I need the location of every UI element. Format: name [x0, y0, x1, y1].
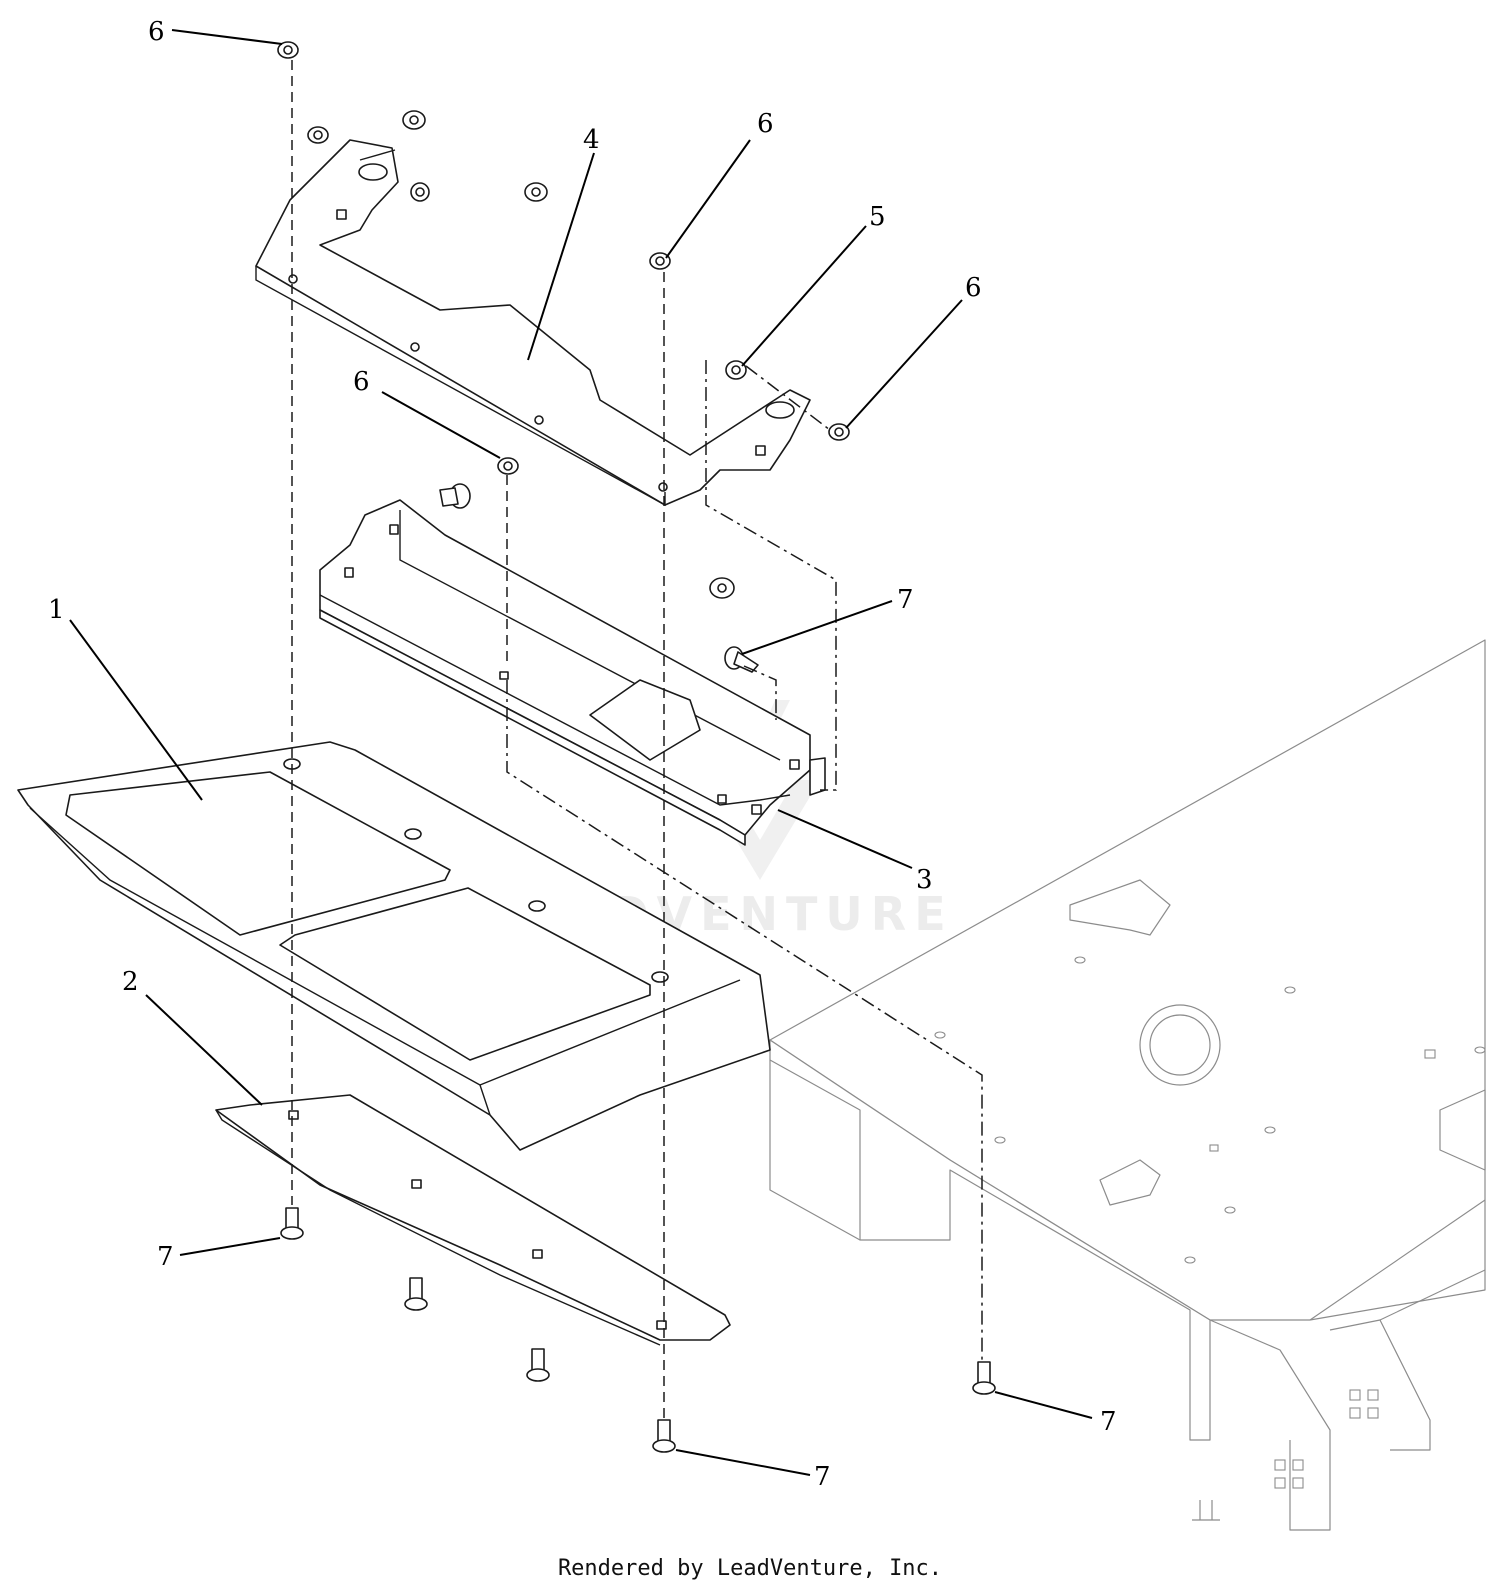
bolt [526, 1348, 550, 1382]
nut [709, 577, 735, 599]
nut [828, 423, 850, 441]
nut [725, 360, 747, 380]
bolt [439, 483, 471, 509]
callout-6: 6 [757, 109, 774, 139]
part-1-footrest-plate [17, 741, 771, 1151]
nut [497, 457, 519, 475]
hardware-nuts-upper [277, 41, 850, 673]
carriage-bolts [280, 1207, 996, 1453]
nut [277, 41, 299, 59]
callout-5: 5 [869, 202, 886, 232]
chassis-frame [769, 639, 1486, 1531]
part-3-tray-bracket [319, 499, 826, 846]
nut [410, 182, 430, 202]
bolt [972, 1361, 996, 1395]
callout-4: 4 [583, 125, 600, 155]
callout-2: 2 [122, 967, 139, 997]
bolt [652, 1419, 676, 1453]
bolt [280, 1207, 304, 1240]
callout-1: 1 [48, 595, 65, 625]
bolt [404, 1277, 428, 1311]
footer-credit: Rendered by LeadVenture, Inc. [557, 1556, 943, 1581]
callout-6: 6 [965, 273, 982, 303]
nut [524, 182, 548, 202]
callout-7: 7 [897, 585, 914, 615]
callout-7: 7 [1100, 1407, 1117, 1437]
nut [307, 126, 329, 144]
bolt [724, 646, 759, 673]
part-2-lower-plate [215, 1094, 731, 1346]
callout-3: 3 [916, 865, 933, 895]
callout-7: 7 [814, 1462, 831, 1492]
callout-6: 6 [353, 367, 370, 397]
alignment-lines [291, 60, 983, 1418]
callout-6: 6 [148, 17, 165, 47]
callout-7: 7 [157, 1242, 174, 1272]
nut [402, 110, 426, 130]
part-4-upper-bracket [255, 139, 811, 507]
nut [649, 252, 671, 270]
callouts: 6 4 6 5 6 6 7 1 3 2 7 7 7 [48, 17, 1117, 1492]
leader-lines [69, 29, 1093, 1476]
